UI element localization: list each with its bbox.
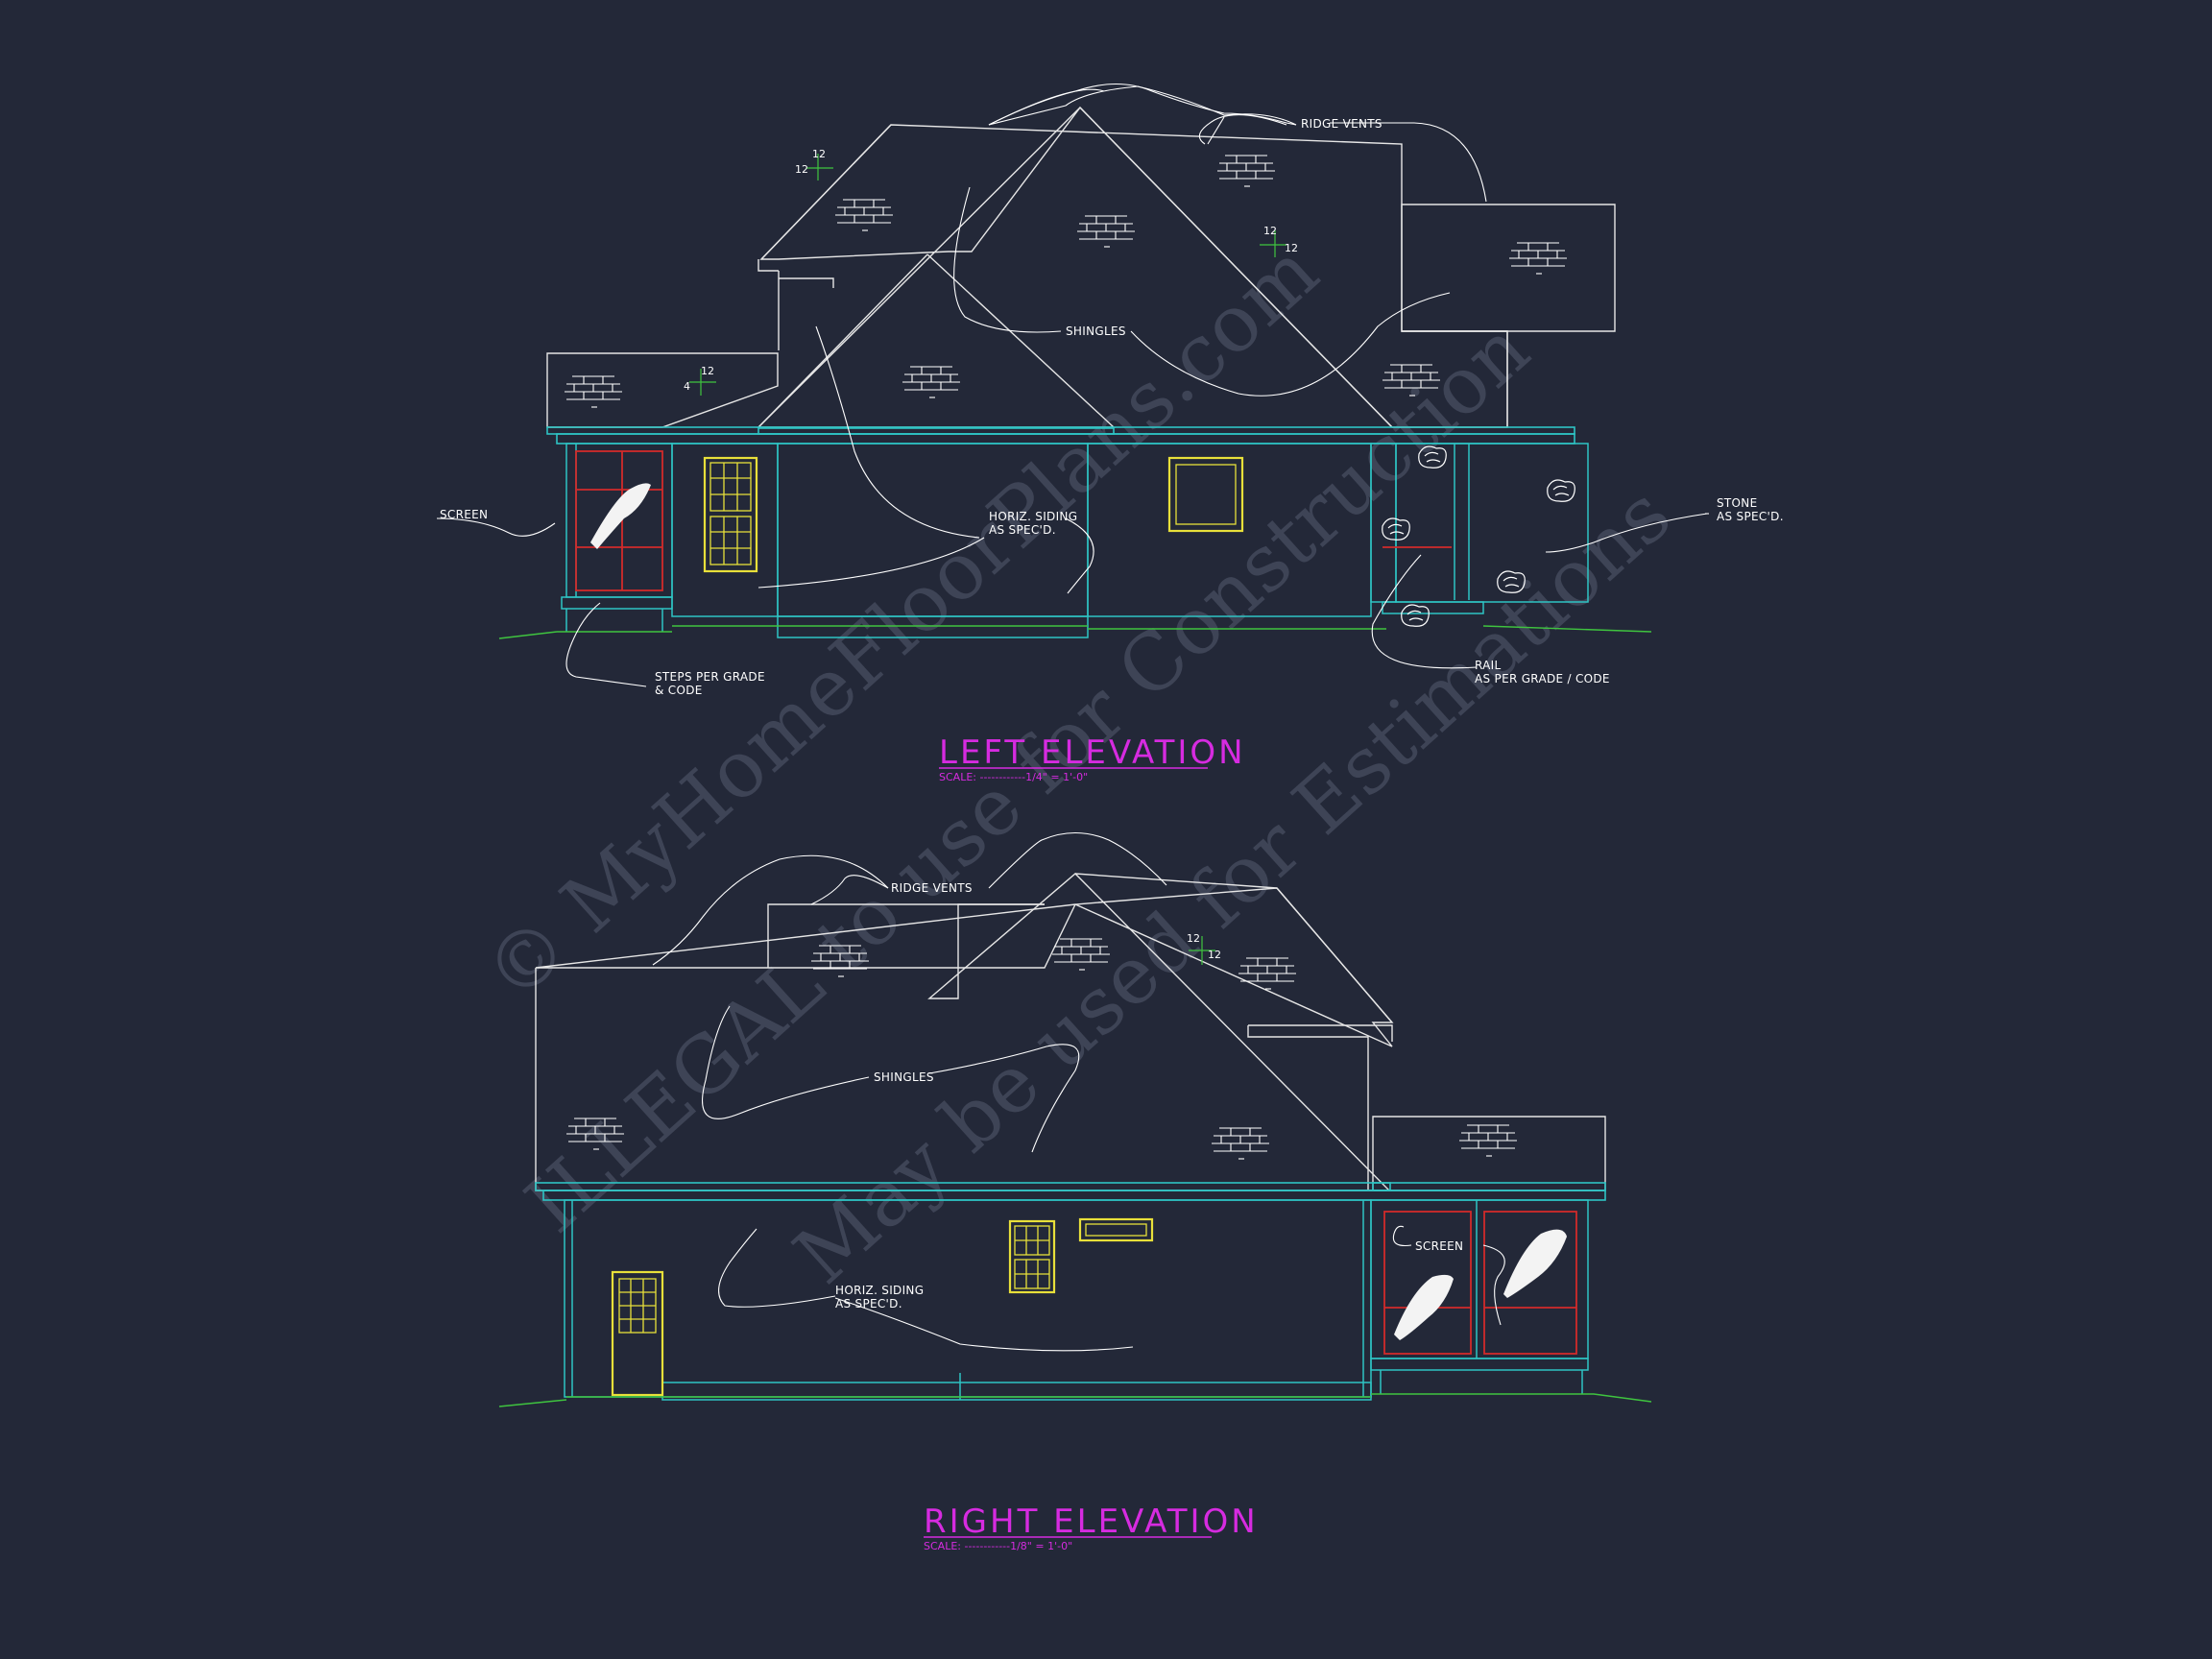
right-elevation-scale: SCALE: ------------1/8" = 1'-0"	[924, 1540, 1072, 1552]
left-grade-line	[498, 625, 1652, 639]
pitch-label: 12	[812, 148, 826, 160]
left-notes: RIDGE VENTS SHINGLES SCREEN HORIZ. SIDIN…	[440, 117, 1784, 697]
note-siding-1: HORIZ. SIDING	[835, 1284, 924, 1297]
right-fascia-trim	[535, 1182, 1606, 1201]
note-siding-2: AS SPEC'D.	[989, 523, 1056, 537]
left-elevation-title-block: LEFT ELEVATION SCALE: ------------1/4" =…	[939, 733, 1246, 783]
right-leader-lines	[652, 832, 1505, 1352]
right-elevation-title: RIGHT ELEVATION	[924, 1503, 1259, 1541]
note-stone-1: STONE	[1717, 496, 1757, 510]
left-elevation-title: LEFT ELEVATION	[939, 733, 1246, 772]
left-window-square	[1167, 456, 1244, 533]
pitch-label: 12	[1285, 242, 1298, 254]
note-steps-1: STEPS PER GRADE	[655, 670, 765, 684]
note-stone-2: AS SPEC'D.	[1717, 510, 1784, 523]
right-grade-line	[498, 1393, 1652, 1407]
pitch-label: 12	[701, 365, 714, 377]
right-window-transom	[1078, 1217, 1154, 1242]
note-rail-1: RAIL	[1475, 659, 1502, 672]
right-door	[611, 1270, 664, 1397]
note-shingles: SHINGLES	[1066, 325, 1126, 338]
right-window-grid	[1008, 1219, 1056, 1294]
note-ridge-vents: RIDGE VENTS	[1301, 117, 1382, 131]
right-notes: RIDGE VENTS SHINGLES HORIZ. SIDING AS SP…	[835, 881, 1463, 1310]
left-elevation-scale: SCALE: ------------1/4" = 1'-0"	[939, 771, 1088, 783]
pitch-label: 4	[684, 380, 690, 393]
note-screen: SCREEN	[440, 508, 488, 521]
note-siding-1: HORIZ. SIDING	[989, 510, 1077, 523]
right-elevation-drawing: 12 12 RIDGE VENTS SHINGLES HORIZ. SIDING…	[498, 832, 1652, 1552]
note-siding-2: AS SPEC'D.	[835, 1297, 902, 1310]
left-screen-porch	[575, 450, 663, 591]
note-screen: SCREEN	[1415, 1239, 1463, 1253]
note-ridge-vents: RIDGE VENTS	[891, 881, 973, 895]
right-pitch-symbols: 12 12	[1187, 932, 1221, 965]
note-steps-2: & CODE	[655, 684, 703, 697]
left-window-grid	[703, 456, 758, 573]
right-elevation-title-block: RIGHT ELEVATION SCALE: ------------1/8" …	[924, 1503, 1259, 1552]
left-leader-lines	[436, 83, 1709, 687]
right-screen-porch	[1383, 1211, 1577, 1355]
pitch-label: 12	[795, 163, 808, 176]
note-rail-2: AS PER GRADE / CODE	[1475, 672, 1610, 685]
pitch-label: 12	[1187, 932, 1200, 945]
left-elevation-drawing: 12 12 12 12 12 4	[436, 83, 1784, 783]
pitch-label: 12	[1208, 949, 1221, 961]
pitch-label: 12	[1263, 225, 1277, 237]
note-shingles: SHINGLES	[874, 1070, 934, 1084]
left-pitch-symbols: 12 12 12 12 12 4	[684, 148, 1298, 396]
